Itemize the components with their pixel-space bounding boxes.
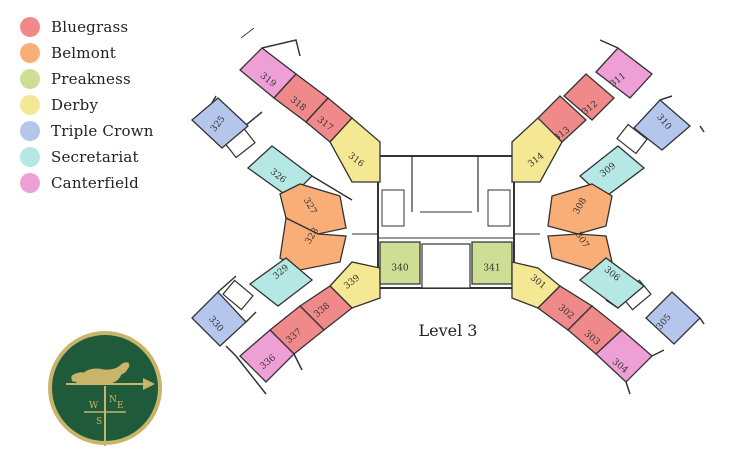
swatch-preakness [20,69,40,89]
legend-label-bluegrass: Bluegrass [51,18,129,36]
legend-item-secretariat: Secretariat [20,144,154,170]
room-311 [595,47,653,99]
swatch-bluegrass [20,17,40,37]
room-310 [633,99,691,151]
legend-label-canterfield: Canterfield [51,174,139,192]
room-316 [329,117,381,183]
legend-label-secretariat: Secretariat [51,148,139,166]
compass-w: W [89,401,99,411]
weathervane-logo: W S E N [48,331,162,446]
wing-wall [217,275,303,395]
compass-s: S [96,417,102,427]
room-308 [547,183,613,235]
wing-lower-left [217,275,303,395]
legend-item-bluegrass: Bluegrass [20,14,154,40]
room-304 [595,329,653,383]
room-340 [379,241,421,285]
room-314 [511,117,563,183]
room-328 [279,217,347,271]
swatch-belmont [20,43,40,63]
legend-label-triplecrown: Triple Crown [51,122,154,140]
wing-lower-right [605,299,705,395]
room-325 [191,97,249,149]
legend-label-preakness: Preakness [51,70,131,88]
legend-item-derby: Derby [20,92,154,118]
wing-upper-right [579,39,705,201]
legend-item-canterfield: Canterfield [20,170,154,196]
wing-wall [605,299,705,395]
swatch-derby [20,95,40,115]
rooms: 3193183173163253263273283293303393383373… [191,47,701,383]
room-305 [645,291,701,345]
stair-block [222,279,254,311]
legend-item-triplecrown: Triple Crown [20,118,154,144]
room-329 [248,257,314,307]
room-330 [191,291,247,347]
plan-mark [240,27,255,39]
room-326 [246,145,313,199]
swatch-triplecrown [20,121,40,141]
legend-label-belmont: Belmont [51,44,117,62]
room-336 [239,329,295,383]
room-312 [563,73,615,121]
room-label-341: 341 [483,264,500,274]
horse-icon [66,362,155,390]
legend-item-belmont: Belmont [20,40,154,66]
legend-item-preakness: Preakness [20,66,154,92]
compass-n: N [109,395,117,405]
legend: Bluegrass Belmont Preakness Derby Triple… [20,14,154,196]
legend-label-derby: Derby [51,96,99,114]
stair-block [616,123,648,155]
swatch-secretariat [20,147,40,167]
room-label-340: 340 [391,264,408,274]
wing-wall [579,39,705,201]
swatch-canterfield [20,173,40,193]
compass-e: E [117,401,124,411]
room-306 [578,257,646,309]
level-label: Level 3 [419,321,478,340]
